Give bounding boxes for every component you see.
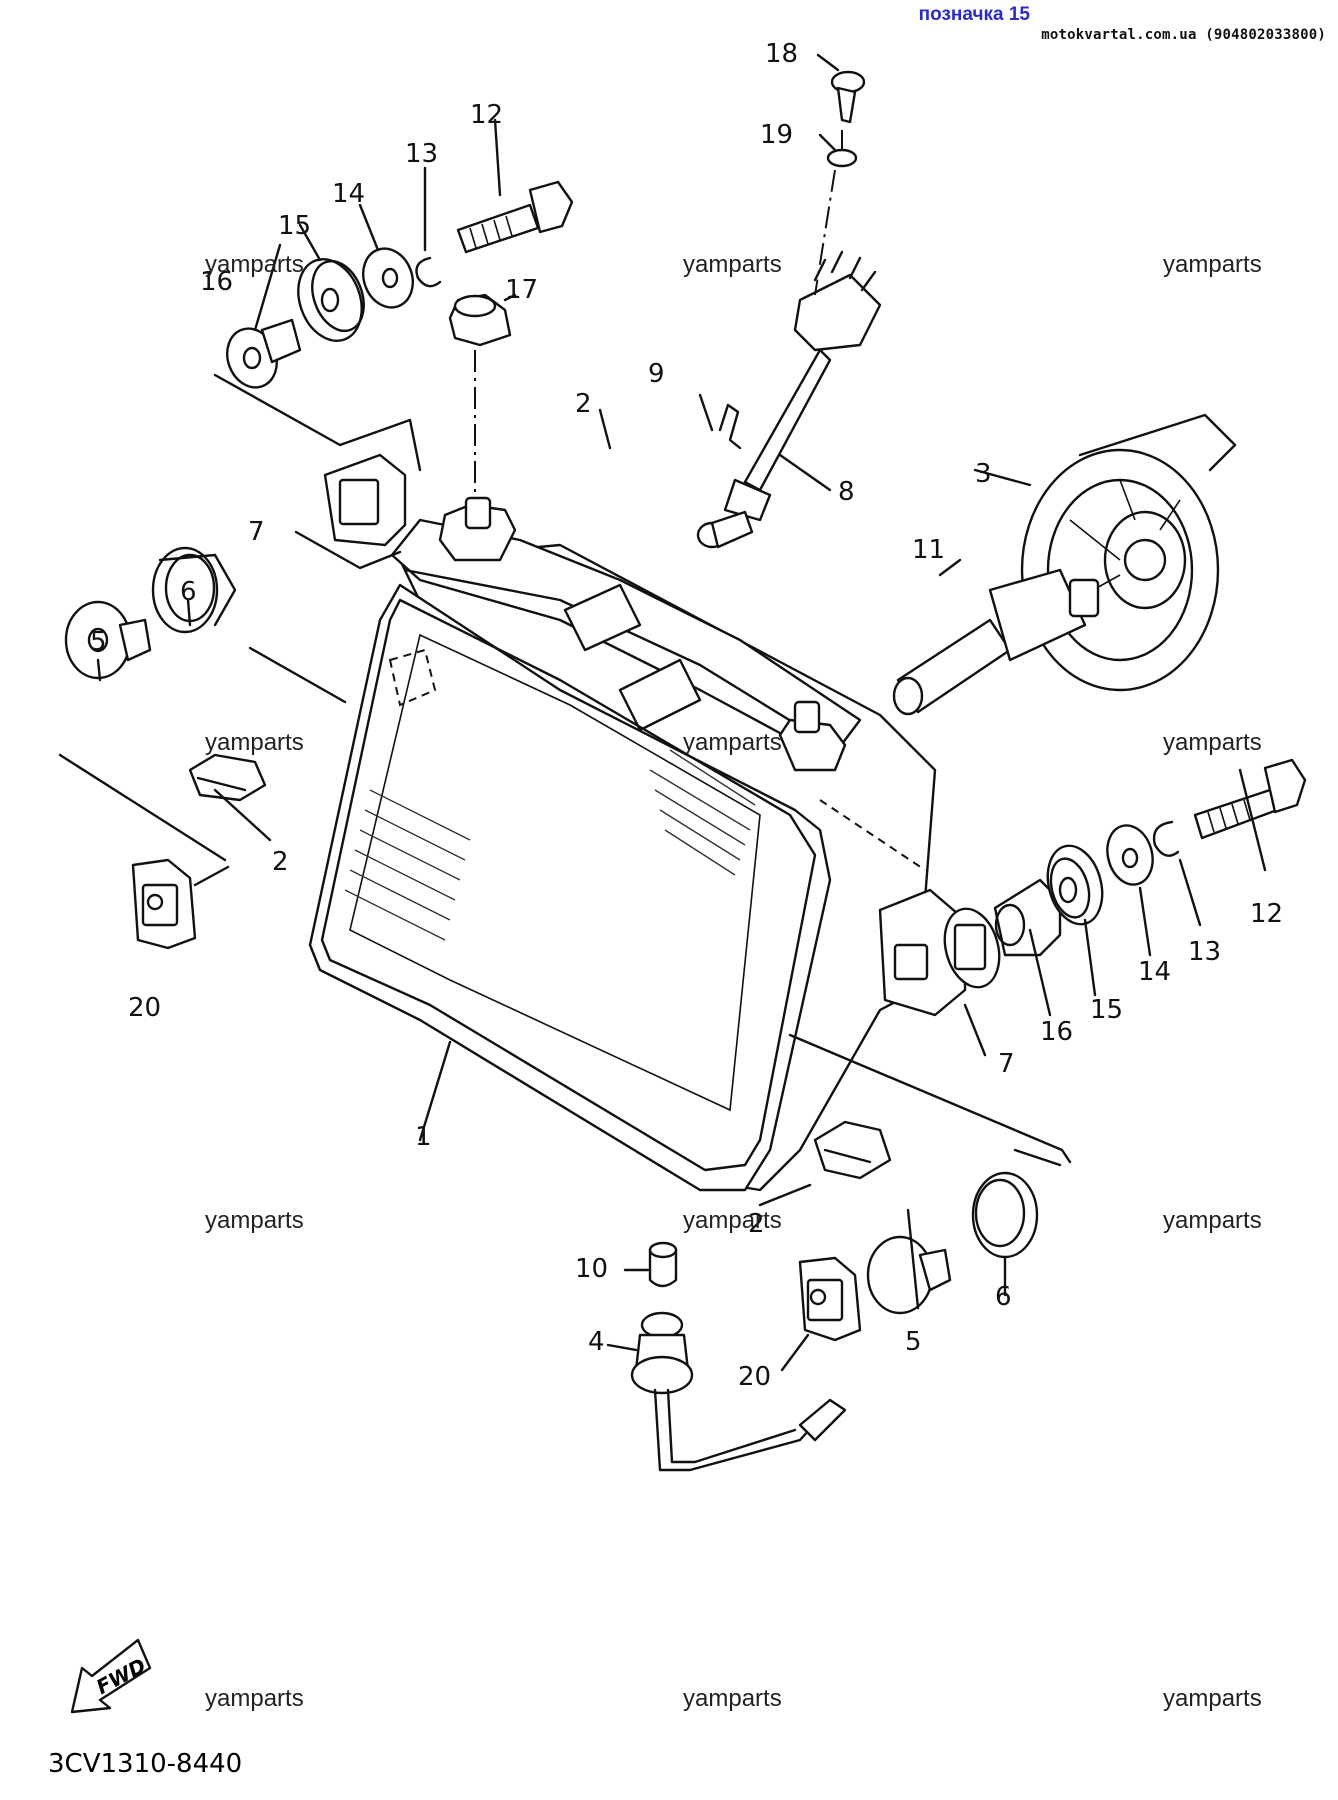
headlight-unit bbox=[308, 496, 967, 1192]
watermark: yamparts bbox=[205, 251, 304, 278]
part-label-17: 17 bbox=[505, 275, 538, 305]
part-label-14b: 14 bbox=[1138, 957, 1171, 987]
wire-clip bbox=[718, 403, 742, 450]
part-label-13b: 13 bbox=[1188, 937, 1221, 967]
watermark: yamparts bbox=[683, 1685, 782, 1712]
socket-cord bbox=[696, 250, 882, 549]
screw bbox=[830, 70, 866, 124]
watermark: yamparts bbox=[1163, 729, 1262, 756]
bulb-socket bbox=[630, 1311, 847, 1472]
part-label-6b: 6 bbox=[995, 1282, 1012, 1312]
part-label-15b: 15 bbox=[1090, 995, 1123, 1025]
watermark: yamparts bbox=[683, 1207, 782, 1234]
bushing-bottom bbox=[971, 1171, 1039, 1259]
part-label-1: 1 bbox=[415, 1122, 432, 1152]
watermark: yamparts bbox=[205, 729, 304, 756]
bolt-top bbox=[456, 180, 574, 254]
part-label-2b: 2 bbox=[272, 847, 289, 877]
part-label-3: 3 bbox=[975, 459, 992, 489]
circlip-right bbox=[1152, 820, 1180, 857]
damper-right bbox=[993, 878, 1062, 957]
part-label-20a: 20 bbox=[128, 993, 161, 1023]
part-label-4: 4 bbox=[588, 1327, 605, 1357]
washer-right bbox=[1106, 824, 1154, 886]
collar-top bbox=[297, 258, 365, 342]
part-label-10: 10 bbox=[575, 1254, 608, 1284]
clip-bottom bbox=[813, 1120, 892, 1180]
watermark: yamparts bbox=[1163, 1207, 1262, 1234]
part-label-5a: 5 bbox=[90, 627, 107, 657]
clip-left bbox=[188, 753, 267, 802]
part-label-19: 19 bbox=[760, 120, 793, 150]
diagram-code: 3CV1310-8440 bbox=[48, 1749, 242, 1779]
position-bulb bbox=[648, 1241, 678, 1288]
bolt-right bbox=[1193, 758, 1307, 840]
header-title: позначка 15 bbox=[918, 4, 1030, 25]
part-label-7b: 7 bbox=[998, 1049, 1015, 1079]
part-label-9: 9 bbox=[648, 359, 665, 389]
washer bbox=[826, 148, 858, 168]
part-label-20b: 20 bbox=[738, 1362, 771, 1392]
damper-left bbox=[64, 600, 152, 680]
watermark: yamparts bbox=[1163, 1685, 1262, 1712]
headlight-bulb bbox=[892, 568, 1100, 716]
part-label-18: 18 bbox=[765, 39, 798, 69]
fwd-arrow-icon: FWD bbox=[70, 1638, 152, 1714]
watermark: yamparts bbox=[683, 251, 782, 278]
damper-top bbox=[226, 318, 302, 389]
part-label-16a: 16 bbox=[200, 267, 233, 297]
part-label-15a: 15 bbox=[278, 211, 311, 241]
bushing-left bbox=[151, 546, 237, 634]
part-label-13a: 13 bbox=[405, 139, 438, 169]
circlip-top bbox=[415, 256, 442, 288]
header-site: motokvartal.com.ua (904802033800) bbox=[1041, 27, 1326, 43]
part-label-11: 11 bbox=[912, 535, 945, 565]
part-label-6a: 6 bbox=[180, 577, 197, 607]
watermark: yamparts bbox=[205, 1207, 304, 1234]
nut-bottom bbox=[798, 1256, 862, 1342]
part-label-7a: 7 bbox=[248, 517, 265, 547]
grommet-right bbox=[943, 907, 1001, 989]
part-label-14a: 14 bbox=[332, 179, 365, 209]
part-label-5b: 5 bbox=[905, 1327, 922, 1357]
watermark: yamparts bbox=[683, 729, 782, 756]
grommet-top bbox=[448, 293, 512, 347]
watermark: yamparts bbox=[1163, 251, 1262, 278]
part-label-16b: 16 bbox=[1040, 1017, 1073, 1047]
part-label-12a: 12 bbox=[470, 100, 503, 130]
part-label-2c: 2 bbox=[748, 1209, 765, 1239]
watermark: yamparts bbox=[205, 1685, 304, 1712]
part-label-2a: 2 bbox=[575, 389, 592, 419]
damper-bottom bbox=[866, 1235, 952, 1315]
part-label-12b: 12 bbox=[1250, 899, 1283, 929]
grommet-left bbox=[323, 453, 407, 547]
nut-left bbox=[131, 858, 197, 950]
lens-pattern bbox=[344, 749, 756, 941]
reflector-cover bbox=[1020, 413, 1237, 692]
part-label-8: 8 bbox=[838, 477, 855, 507]
washer-top bbox=[362, 247, 414, 309]
